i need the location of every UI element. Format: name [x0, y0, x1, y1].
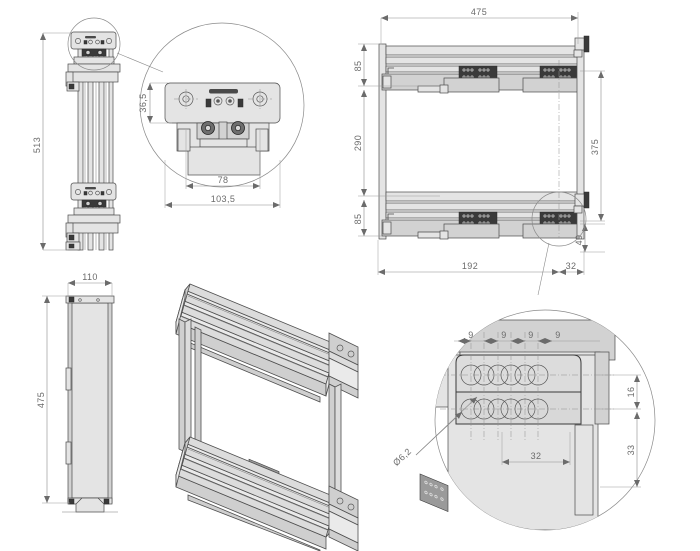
iso-post-right: [328, 383, 336, 501]
plan-top-basket: [381, 45, 581, 94]
dimension-plan-85-top: 85: [353, 43, 440, 87]
iso-upper-basket: [175, 283, 449, 512]
view-detail-top: 36,5 78 103,5: [138, 22, 305, 208]
dim-label-plan-32: 32: [566, 261, 577, 271]
dim-label-side-110: 110: [82, 272, 98, 282]
detail-callout-circle-bottom: [531, 191, 587, 247]
dim-label-16: 16: [626, 387, 636, 398]
dim-label-plan-85-bottom: 85: [353, 214, 363, 225]
dim-label-9-b: 9: [501, 330, 506, 340]
dimension-plan-475: 475: [380, 7, 579, 44]
dim-label-9-d: 9: [555, 330, 560, 340]
iso-post-left: [178, 318, 186, 453]
detail-callout-leader-top: [116, 52, 164, 73]
dim-label-513: 513: [32, 137, 42, 153]
dimension-detail-hole-pitch: 9 9 9 9: [454, 330, 600, 344]
dim-label-9-c: 9: [528, 330, 533, 340]
view-side-elevation: 110 475: [36, 272, 118, 513]
dim-label-9-a: 9: [468, 330, 473, 340]
view-isometric: [175, 283, 449, 551]
dim-label-103-5: 103,5: [211, 194, 236, 204]
dimension-plan-375: 375: [580, 70, 605, 222]
detail-callout-leader-bottom: [537, 242, 550, 296]
dimension-plan-192: 192: [377, 240, 559, 275]
dim-label-plan-475: 475: [471, 7, 487, 17]
dimension-side-110: 110: [67, 272, 113, 297]
plan-bottom-basket: [381, 191, 581, 240]
dim-label-36-5: 36,5: [138, 93, 148, 112]
dim-label-plan-290: 290: [353, 135, 363, 151]
dim-label-78: 78: [218, 175, 229, 185]
dim-label-plan-375: 375: [590, 139, 600, 155]
dimension-detail-32: 32: [501, 432, 571, 465]
detail-callout-circle-top: [67, 17, 121, 71]
front-top-fitting: [65, 31, 121, 92]
dim-label-33: 33: [626, 445, 636, 456]
view-plan: 475 85 290 85 375: [353, 7, 605, 296]
dim-label-plan-192: 192: [462, 261, 478, 271]
dimension-plan-290: 290: [353, 90, 440, 197]
dim-label-plan-85-top: 85: [353, 61, 363, 72]
dim-label-side-475: 475: [36, 392, 46, 408]
iso-lower-basket: [175, 436, 359, 551]
dimension-detail-78: 78: [185, 130, 261, 189]
dimension-plan-49: 49: [574, 223, 605, 253]
view-front-elevation: 513: [32, 17, 164, 251]
dim-label-32: 32: [531, 451, 542, 461]
dimension-plan-85-bottom: 85: [353, 200, 382, 237]
dimension-detail-103-5: 103,5: [164, 160, 281, 208]
front-bottom-fitting: [65, 182, 121, 251]
dimension-detail-36-5: 36,5: [138, 82, 172, 124]
dimension-detail-33: 33: [600, 412, 641, 488]
dimension-height-513: 513: [32, 32, 70, 251]
dim-label-plan-49: 49: [574, 235, 584, 246]
dimension-detail-16: 16: [600, 374, 641, 410]
dimension-plan-32: 32: [559, 250, 585, 275]
dimension-side-475: 475: [36, 295, 70, 504]
